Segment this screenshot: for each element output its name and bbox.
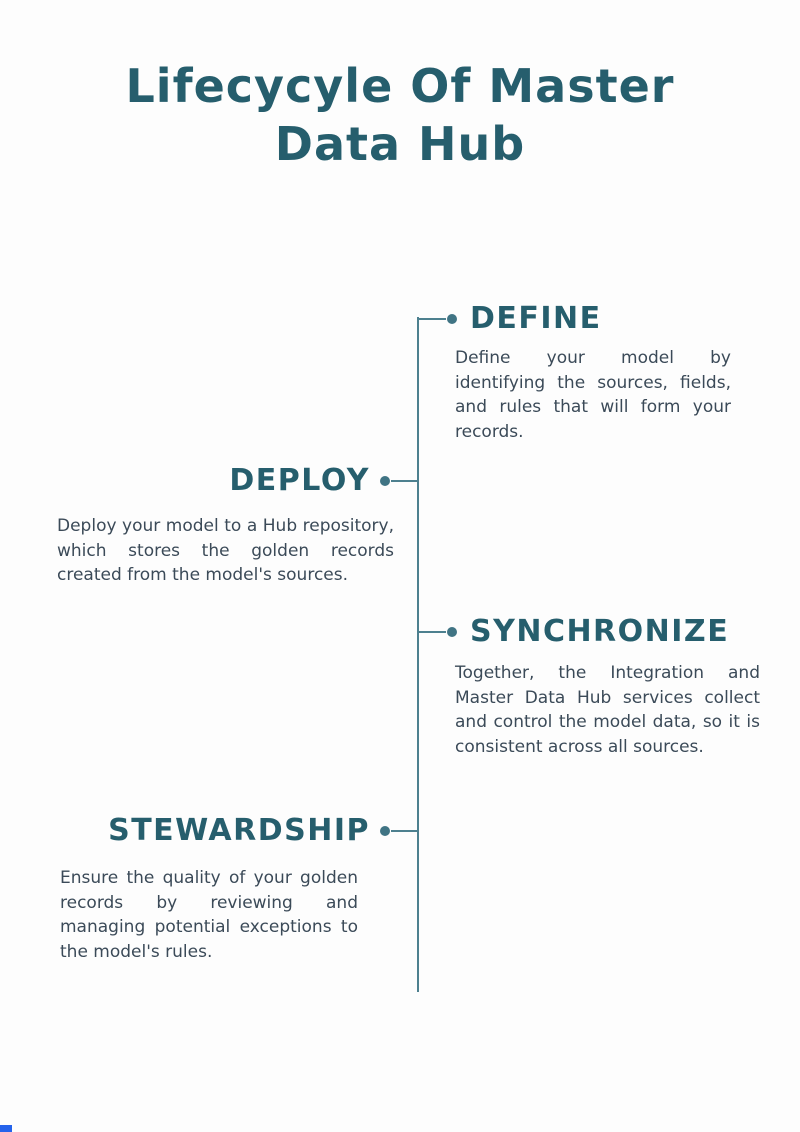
timeline-dot-define: [447, 314, 457, 324]
connector-line-deploy: [391, 480, 418, 482]
stage-title-synchronize: SYNCHRONIZE: [470, 614, 730, 649]
corner-accent-mark: [0, 1125, 12, 1132]
timeline-vertical-line: [417, 317, 419, 992]
timeline-dot-synchronize: [447, 627, 457, 637]
connector-line-stewardship: [391, 830, 418, 832]
stage-description-synchronize: Together, the Integration and Master Dat…: [455, 663, 760, 757]
stage-title-stewardship: STEWARDSHIP: [108, 813, 370, 848]
timeline-dot-stewardship: [380, 826, 390, 836]
timeline-dot-deploy: [380, 476, 390, 486]
stage-title-deploy: DEPLOY: [229, 463, 370, 498]
connector-line-define: [419, 318, 446, 320]
stage-title-define: DEFINE: [470, 301, 602, 336]
page-title: Lifecycyle Of Master Data Hub: [125, 59, 675, 171]
stage-description-deploy: Deploy your model to a Hub repository, w…: [57, 516, 394, 586]
connector-line-synchronize: [419, 631, 446, 633]
stage-description-stewardship: Ensure the quality of your golden record…: [60, 868, 358, 962]
stage-description-define: Define your model by identifying the sou…: [455, 348, 731, 442]
